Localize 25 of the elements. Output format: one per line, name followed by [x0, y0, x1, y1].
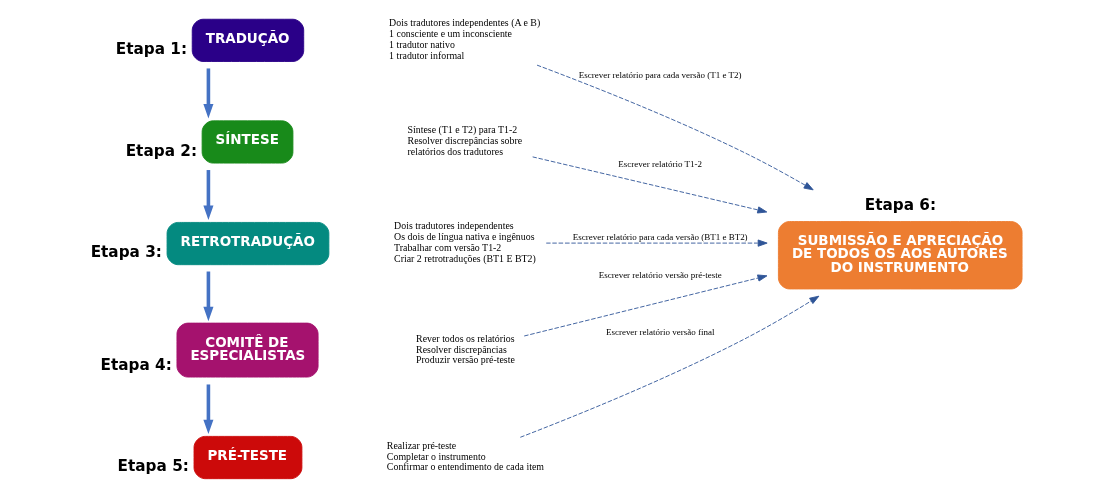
edge-label: Escrever relatório versão pré-teste: [598, 270, 722, 281]
arrow: [203, 271, 214, 322]
arrow: [203, 170, 214, 220]
node-label: Etapa 2:: [125, 141, 197, 160]
arrow: [523, 274, 768, 337]
node-label: Etapa 1:: [115, 39, 188, 58]
node-text: Dois tradutores independentes (A e B) 1 consciente e um inconsciente 1 tradutor nativo 1 tradutor informal: [389, 17, 541, 61]
arrow: [536, 64, 814, 191]
arrow: [203, 384, 214, 435]
arrow: [545, 239, 768, 247]
node-text: Realizar pré-teste Completar o instrumento Confirmar o entendimento de cada item: [386, 439, 544, 473]
node-label: Etapa 6:: [864, 196, 937, 215]
node-text: Rever todos os relatórios Resolver discrepâncias Produzir versão pré-teste: [416, 332, 515, 366]
edge-label: Escrever relatório para cada versão (BT1 e BT2): [572, 232, 748, 243]
node-text: Dois tradutores independentes Os dois de língua nativa e ingênuos Trabalhar com versão T1-2 Criar 2 retrotraduções (BT1 E BT2): [394, 220, 536, 264]
edge-label: Escrever relatório versão final: [605, 326, 715, 337]
edge-label: Escrever relatório para cada versão (T1 e T2): [578, 69, 742, 80]
node-text: Síntese (T1 e T2) para T1-2 Resolver discrepâncias sobre relatórios dos tradutores: [407, 124, 523, 157]
arrow: [519, 295, 820, 438]
edge-label: Escrever relatório T1-2: [618, 158, 703, 169]
arrow: [532, 156, 768, 214]
arrow: [203, 68, 214, 119]
node-label: Etapa 4:: [100, 355, 172, 374]
node-label: Etapa 3:: [90, 243, 162, 262]
node-label: Etapa 5:: [117, 457, 189, 476]
